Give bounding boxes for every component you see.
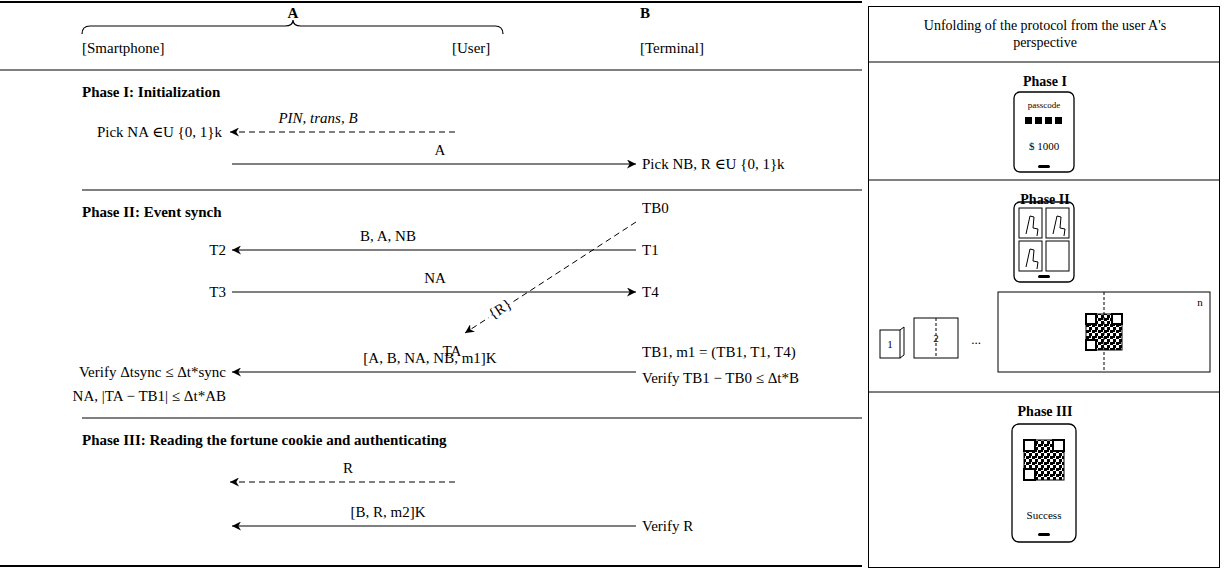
message-arrow: [230, 132, 455, 133]
phone-illustration: [1014, 202, 1074, 282]
protocol-label: Verify TB1 − TB0 ≤ Δt*B: [642, 369, 799, 387]
message-arrow: [232, 372, 636, 373]
protocol-label: TB0: [642, 199, 669, 217]
message-arrow: [465, 222, 636, 333]
protocol-label: [Terminal]: [640, 39, 704, 57]
bottom-rule: [0, 565, 862, 567]
protocol-label: T1: [642, 241, 659, 259]
protocol-label: 1: [887, 337, 893, 351]
panel-box: Unfolding of the protocol from the user …: [868, 6, 1220, 568]
protocol-label: A: [288, 4, 299, 22]
phase-heading: Phase III: [945, 403, 1145, 420]
protocol-label: T4: [642, 283, 659, 301]
protocol-label: Verify R: [642, 517, 693, 535]
phase-heading: Phase I: [945, 73, 1145, 90]
protocol-label: $ 1000: [1029, 139, 1059, 153]
phase-rule: [82, 190, 862, 191]
protocol-label: Phase I: Initialization: [82, 83, 220, 101]
panel-divider: [868, 392, 1220, 393]
message-arrow: [230, 482, 455, 483]
protocol-label: B: [640, 4, 650, 22]
protocol-label: n: [1197, 295, 1203, 309]
panel-divider: [868, 180, 1220, 181]
protocol-label: Phase II: Event synch: [82, 203, 222, 221]
phone-illustration: [1012, 424, 1076, 542]
header-rule: [0, 69, 862, 70]
protocol-label: [Smartphone]: [82, 39, 164, 57]
protocol-label: {R}: [483, 294, 517, 325]
protocol-label: TB1, m1 = (TB1, T1, T4): [642, 343, 796, 361]
protocol-label: NA, |TA − TB1| ≤ Δt*AB: [73, 387, 226, 405]
brace: [82, 20, 503, 34]
protocol-label: R: [343, 459, 353, 477]
protocol-label: Pick NA ∈U {0, 1}k: [97, 123, 222, 141]
phone-illustration: [1014, 92, 1074, 172]
protocol-label: [B, R, m2]K: [351, 503, 426, 521]
top-rule: [0, 1, 862, 3]
protocol-label: T2: [209, 241, 226, 259]
protocol-label: T3: [209, 283, 226, 301]
panel-divider: [868, 62, 1220, 63]
phase-rule: [82, 418, 862, 419]
message-arrow: [232, 292, 636, 293]
protocol-label: Verify Δtsync ≤ Δt*sync: [79, 363, 226, 381]
protocol-label: Success: [1027, 508, 1062, 522]
protocol-label: Pick NB, R ∈U {0, 1}k: [642, 155, 785, 173]
message-arrow: [232, 164, 636, 165]
panel-heading: Unfolding of the protocol from the user …: [915, 17, 1175, 51]
protocol-label: ...: [971, 332, 981, 348]
message-arrow: [232, 526, 636, 527]
protocol-label: PIN, trans, B: [278, 109, 357, 127]
protocol-label: [A, B, NA, NB, m1]K: [363, 349, 496, 367]
protocol-label: NA: [424, 269, 446, 287]
protocol-label: Phase III: Reading the fortune cookie an…: [82, 431, 447, 449]
protocol-label: 2: [933, 331, 939, 345]
protocol-label: [User]: [452, 39, 490, 57]
protocol-label: B, A, NB: [360, 227, 416, 245]
protocol-label: A: [435, 141, 446, 159]
protocol-label: passcode: [1028, 99, 1061, 111]
phase-heading: Phase II: [945, 191, 1145, 208]
booklet-illustration: [880, 292, 1210, 372]
message-arrow: [232, 250, 636, 251]
